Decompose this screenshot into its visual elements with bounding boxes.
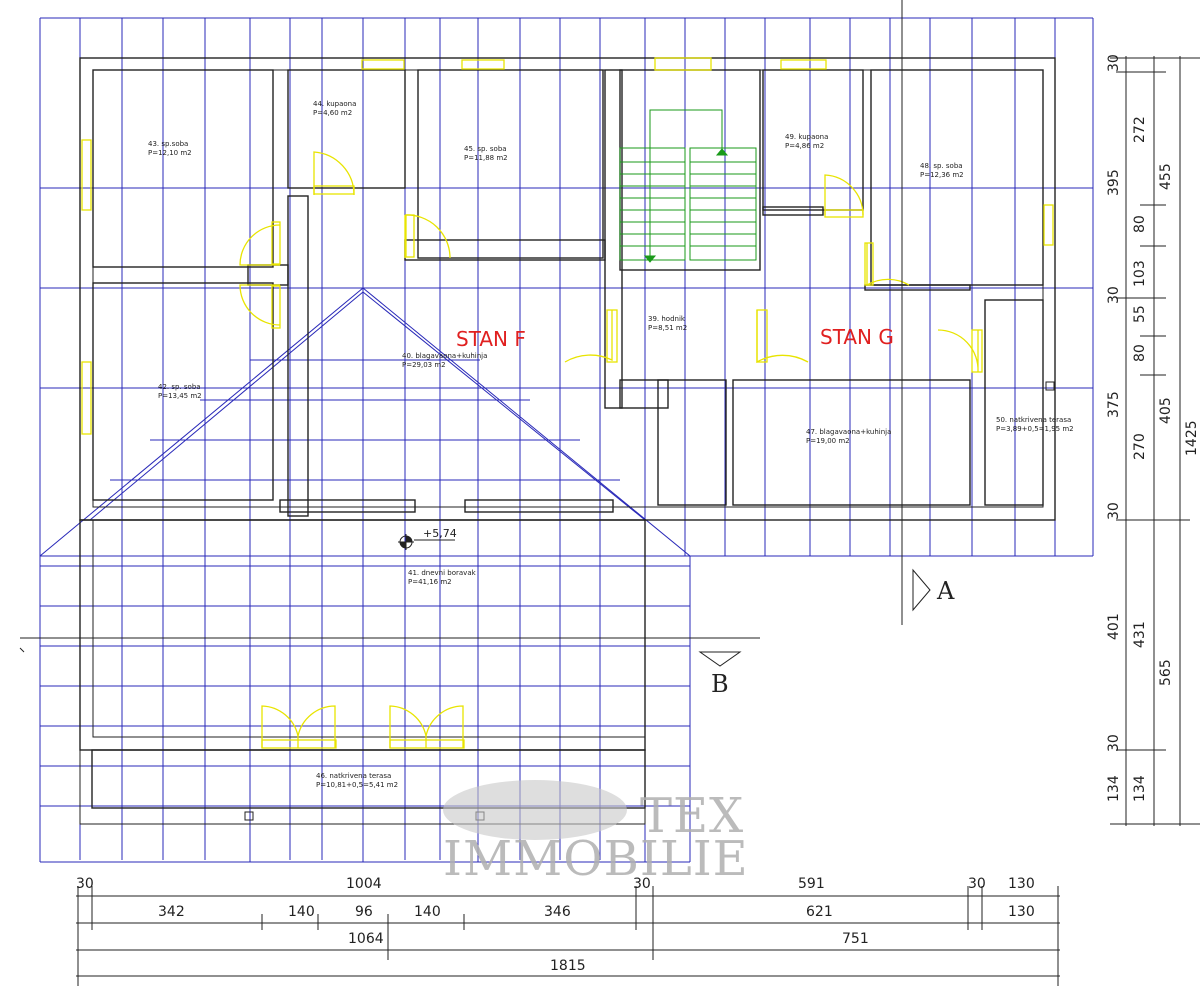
apartment-label-g: STAN G <box>820 325 894 349</box>
dim-b1-3: 591 <box>798 876 825 892</box>
dim-r1-5: 401 <box>1106 613 1122 640</box>
room-46-area: P=10,81+0,5=5,41 m2 <box>316 781 398 789</box>
dim-r2-6: 431 <box>1132 621 1148 648</box>
right-dimension-texts: 30 395 30 375 30 401 30 134 272 80 103 5… <box>1106 54 1200 802</box>
dim-b1-5: 130 <box>1008 876 1035 892</box>
construction-grid <box>39 17 1094 863</box>
dim-r2-0: 272 <box>1132 116 1148 143</box>
room-40-name: 40. blagavaona+kuhinja <box>402 352 487 360</box>
dim-r3-2: 565 <box>1158 659 1174 686</box>
room-43-area: P=12,10 m2 <box>148 149 192 157</box>
dim-b1-2: 30 <box>633 876 651 892</box>
dim-b1-0: 30 <box>76 876 94 892</box>
room-49-name: 49. kupaona <box>785 133 828 141</box>
dim-r1-3: 375 <box>1106 391 1122 418</box>
room-49-area: P=4,86 m2 <box>785 142 824 150</box>
room-48-name: 48. sp. soba <box>920 162 963 170</box>
dim-b2-5: 621 <box>806 904 833 920</box>
dim-b3-1: 751 <box>842 931 869 947</box>
dim-r1-7: 134 <box>1106 775 1122 802</box>
dim-r1-6: 30 <box>1106 734 1122 752</box>
room-46-name: 46. natkrivena terasa <box>316 772 391 780</box>
column-markers <box>244 381 1055 821</box>
room-42-name: 42. sp. soba <box>158 383 201 391</box>
watermark: TEX IMMOBILIE <box>443 780 749 887</box>
room-44-name: 44. kupaona <box>313 100 356 108</box>
room-41-area: P=41,16 m2 <box>408 578 452 586</box>
dim-r3-0: 455 <box>1158 163 1174 190</box>
dim-b2-1: 140 <box>288 904 315 920</box>
room-50-name: 50. natkrivena terasa <box>996 416 1071 424</box>
dim-r2-2: 103 <box>1132 260 1148 287</box>
dim-b2-0: 342 <box>158 904 185 920</box>
bottom-dimension-lines <box>76 886 1060 986</box>
room-47-area: P=19,00 m2 <box>806 437 850 445</box>
dim-b2-3: 140 <box>414 904 441 920</box>
right-dimension-lines <box>1110 56 1200 826</box>
section-label-a: A <box>936 577 955 605</box>
dim-b1-1: 1004 <box>346 876 382 892</box>
room-45-area: P=11,88 m2 <box>464 154 508 162</box>
section-lines <box>19 0 931 667</box>
dim-r3-1: 405 <box>1158 397 1174 424</box>
elevation-marker: +5,74 <box>398 527 457 550</box>
apartment-label-f: STAN F <box>456 327 526 351</box>
room-41-name: 41. dnevni boravak <box>408 569 477 577</box>
dim-b3-0: 1064 <box>348 931 384 947</box>
room-45-name: 45. sp. soba <box>464 145 507 153</box>
dim-r1-0: 30 <box>1106 54 1122 72</box>
elevation-label: +5,74 <box>423 527 457 540</box>
room-39-name: 39. hodnik <box>648 315 686 323</box>
walls <box>79 57 1056 825</box>
staircase <box>619 109 757 263</box>
room-48-area: P=12,36 m2 <box>920 171 964 179</box>
room-39-area: P=8,51 m2 <box>648 324 687 332</box>
room-44-area: P=4,60 m2 <box>313 109 352 117</box>
section-label-b: B <box>711 670 729 698</box>
dim-r1-1: 395 <box>1106 169 1122 196</box>
room-47-name: 47. blagavaona+kuhinja <box>806 428 891 436</box>
dim-b2-4: 346 <box>544 904 571 920</box>
dim-b1-4: 30 <box>968 876 986 892</box>
dim-r2-1: 80 <box>1132 215 1148 233</box>
dim-b2-6: 130 <box>1008 904 1035 920</box>
dim-r2-4: 80 <box>1132 344 1148 362</box>
dim-r1-2: 30 <box>1106 286 1122 304</box>
dim-b2-2: 96 <box>355 904 373 920</box>
room-43-name: 43. sp.soba <box>148 140 188 148</box>
dim-r2-5: 270 <box>1132 433 1148 460</box>
watermark-line1: TEX <box>640 788 744 844</box>
dim-r2-3: 55 <box>1132 305 1148 323</box>
dim-r4: 1425 <box>1184 420 1200 456</box>
room-40-area: P=29,03 m2 <box>402 361 446 369</box>
room-42-area: P=13,45 m2 <box>158 392 202 400</box>
dim-r2-7: 134 <box>1132 775 1148 802</box>
room-50-area: P=3,89+0,5=1,95 m2 <box>996 425 1074 433</box>
openings <box>81 57 1054 749</box>
watermark-line2: IMMOBILIE <box>443 831 749 887</box>
dim-b4: 1815 <box>550 958 586 974</box>
dim-r1-4: 30 <box>1106 502 1122 520</box>
